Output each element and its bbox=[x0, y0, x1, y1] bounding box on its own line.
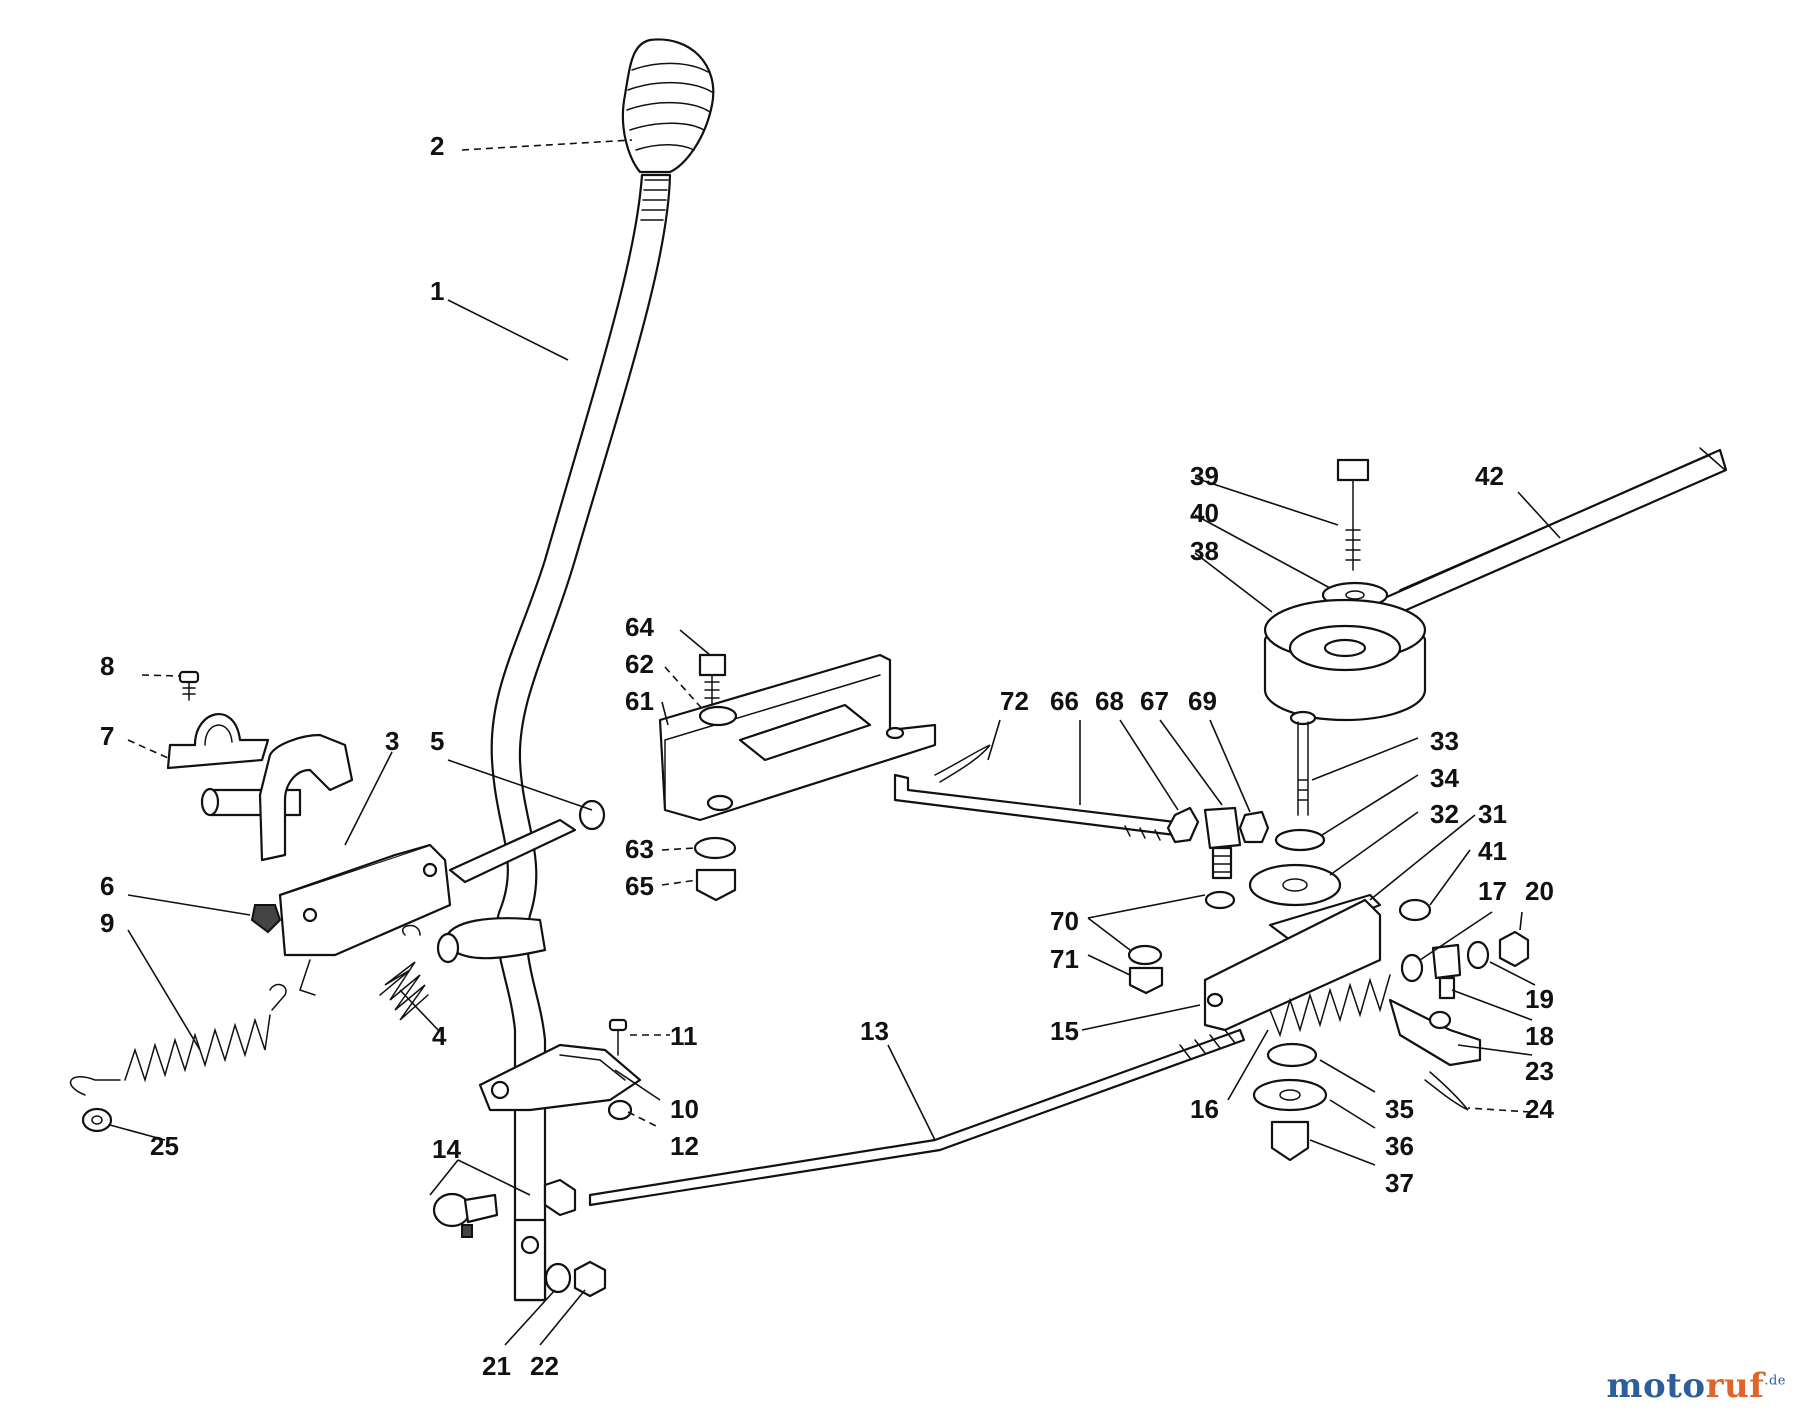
belt-rod-42 bbox=[1378, 447, 1728, 620]
washer-35 bbox=[1266, 1042, 1318, 1068]
washer-21 bbox=[544, 1262, 572, 1294]
callout-6: 6 bbox=[100, 871, 114, 901]
spring-4 bbox=[379, 924, 429, 1021]
callout-65: 65 bbox=[625, 871, 654, 901]
callout-23: 23 bbox=[1525, 1056, 1554, 1086]
callout-41: 41 bbox=[1478, 836, 1507, 866]
callout-63: 63 bbox=[625, 834, 654, 864]
watermark-part3: .de bbox=[1764, 1373, 1786, 1389]
callout-36: 36 bbox=[1385, 1131, 1414, 1161]
callout-13: 13 bbox=[860, 1016, 889, 1046]
swivel-18 bbox=[1431, 943, 1462, 1000]
callout-68: 68 bbox=[1095, 686, 1124, 716]
screw-8 bbox=[178, 670, 200, 701]
callouts: 1 2 3 4 5 6 7 8 9 10 11 12 13 14 15 16 1… bbox=[100, 131, 1554, 1381]
callout-12: 12 bbox=[670, 1131, 699, 1161]
bolt-33 bbox=[1289, 710, 1317, 816]
callout-72: 72 bbox=[1000, 686, 1029, 716]
rod-66 bbox=[893, 773, 1177, 841]
callout-22: 22 bbox=[530, 1351, 559, 1381]
callout-19: 19 bbox=[1525, 984, 1554, 1014]
callout-17: 17 bbox=[1478, 876, 1507, 906]
washer-70b bbox=[1127, 944, 1163, 966]
callout-33: 33 bbox=[1430, 726, 1459, 756]
pivot-plate bbox=[478, 1018, 642, 1121]
clamp-7 bbox=[166, 713, 270, 770]
callout-40: 40 bbox=[1190, 498, 1219, 528]
shift-lever bbox=[490, 173, 672, 1302]
nut-37 bbox=[1270, 1120, 1310, 1162]
callout-1: 1 bbox=[430, 276, 444, 306]
nut-22 bbox=[573, 1260, 607, 1298]
bracket-assembly bbox=[200, 733, 606, 996]
washer-63 bbox=[693, 836, 737, 860]
callout-4: 4 bbox=[432, 1021, 447, 1051]
pulley-38 bbox=[1263, 598, 1427, 722]
callout-67: 67 bbox=[1140, 686, 1169, 716]
washer-41 bbox=[1398, 898, 1432, 922]
watermark-part1: moto bbox=[1606, 1366, 1706, 1406]
callout-18: 18 bbox=[1525, 1021, 1554, 1051]
callout-32: 32 bbox=[1430, 799, 1459, 829]
callout-2: 2 bbox=[430, 131, 444, 161]
idler-arm-31 bbox=[1203, 893, 1482, 1067]
spring-9 bbox=[69, 983, 287, 1096]
callout-3: 3 bbox=[385, 726, 399, 756]
bracket-61 bbox=[658, 653, 937, 822]
washer-25 bbox=[81, 1107, 113, 1133]
callout-21: 21 bbox=[482, 1351, 511, 1381]
callout-42: 42 bbox=[1475, 461, 1504, 491]
callout-14: 14 bbox=[432, 1134, 461, 1164]
callout-71: 71 bbox=[1050, 944, 1079, 974]
watermark-logo: motoruf.de bbox=[1607, 1366, 1786, 1406]
callout-9: 9 bbox=[100, 908, 114, 938]
callout-38: 38 bbox=[1190, 536, 1219, 566]
ball-joint-14 bbox=[432, 1192, 499, 1238]
washer-17 bbox=[1400, 953, 1424, 983]
leader-lines bbox=[109, 139, 1561, 1346]
callout-16: 16 bbox=[1190, 1094, 1219, 1124]
callout-70: 70 bbox=[1050, 906, 1079, 936]
callout-20: 20 bbox=[1525, 876, 1554, 906]
callout-37: 37 bbox=[1385, 1168, 1414, 1198]
nut-65 bbox=[695, 868, 737, 902]
callout-5: 5 bbox=[430, 726, 444, 756]
callout-35: 35 bbox=[1385, 1094, 1414, 1124]
washer-70a bbox=[1204, 890, 1236, 910]
swivel-67 bbox=[1203, 806, 1242, 880]
nut-71 bbox=[1128, 966, 1164, 995]
nut-14 bbox=[543, 1178, 577, 1217]
callout-10: 10 bbox=[670, 1094, 699, 1124]
pulley-32 bbox=[1248, 863, 1342, 907]
washer-19 bbox=[1466, 940, 1490, 970]
callout-66: 66 bbox=[1050, 686, 1079, 716]
callout-8: 8 bbox=[100, 651, 114, 681]
cotter-pin-72 bbox=[934, 744, 991, 783]
bolt-39 bbox=[1336, 458, 1370, 571]
cotter-pin-24 bbox=[1424, 1071, 1469, 1111]
washer-34 bbox=[1274, 828, 1326, 852]
callout-69: 69 bbox=[1188, 686, 1217, 716]
shift-knob bbox=[621, 38, 715, 174]
callout-39: 39 bbox=[1190, 461, 1219, 491]
callout-62: 62 bbox=[625, 649, 654, 679]
washer-62 bbox=[698, 705, 738, 727]
nut-68 bbox=[1166, 806, 1200, 844]
watermark-part2: ruf bbox=[1705, 1366, 1765, 1406]
washer-36 bbox=[1252, 1078, 1328, 1112]
callout-61: 61 bbox=[625, 686, 654, 716]
bolt-64 bbox=[698, 653, 727, 706]
callout-34: 34 bbox=[1430, 763, 1459, 793]
callout-11: 11 bbox=[670, 1021, 698, 1051]
callout-64: 64 bbox=[625, 612, 654, 642]
callout-31: 31 bbox=[1478, 799, 1507, 829]
callout-24: 24 bbox=[1525, 1094, 1554, 1124]
callout-7: 7 bbox=[100, 721, 114, 751]
callout-25: 25 bbox=[150, 1131, 179, 1161]
spring-16 bbox=[1269, 974, 1391, 1038]
callout-15: 15 bbox=[1050, 1016, 1079, 1046]
nut-69 bbox=[1238, 810, 1270, 844]
nut-20 bbox=[1498, 930, 1530, 968]
